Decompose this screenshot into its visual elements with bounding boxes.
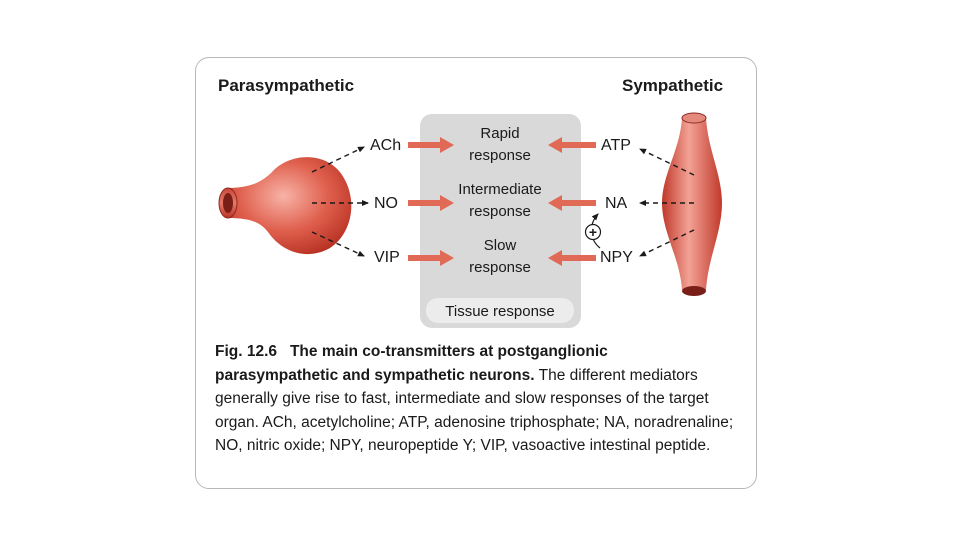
dashed-arrow-ach (311, 146, 365, 173)
response-intermediate-line1: Intermediate (458, 181, 541, 198)
mediator-na: NA (605, 195, 628, 212)
red-arrow-ach (408, 137, 454, 153)
parasympathetic-neuron (218, 157, 352, 255)
response-rapid-line1: Rapid (480, 125, 519, 142)
mediator-npy: NPY (600, 249, 633, 266)
parasympathetic-heading: Parasympathetic (218, 76, 355, 95)
caption-body: The different mediators generally give r… (215, 366, 734, 455)
dashed-arrow-vip (311, 231, 365, 257)
response-intermediate-line2: response (469, 203, 531, 220)
mediator-no: NO (374, 195, 398, 212)
tissue-response-label: Tissue response (445, 303, 555, 320)
dashed-arrow-atp (639, 148, 695, 176)
red-arrow-npy (548, 250, 596, 266)
response-slow-line2: response (469, 259, 531, 276)
plus-circle (584, 223, 602, 241)
response-rapid-line2: response (469, 147, 531, 164)
response-slow-line1: Slow (484, 237, 517, 254)
caption-title: The main co-transmitters at postganglion… (215, 343, 608, 384)
mediator-vip: VIP (374, 249, 400, 266)
red-arrows (408, 137, 596, 266)
red-arrow-atp (548, 137, 596, 153)
figure-label: Fig. 12.6 (215, 343, 278, 360)
mediator-ach: ACh (370, 137, 401, 154)
plus-sign: + (589, 224, 597, 240)
red-arrow-no (408, 195, 454, 211)
sympathetic-neuron (662, 112, 722, 296)
tissue-response-pill (426, 298, 574, 323)
dashed-arrow-npy (639, 229, 695, 257)
tissue-panel (420, 114, 581, 328)
mediator-atp: ATP (601, 137, 631, 154)
figure-caption: Fig. 12.6 The main co-transmitters at po… (215, 340, 735, 458)
red-arrow-na (548, 195, 596, 211)
sympathetic-heading: Sympathetic (622, 76, 724, 95)
red-arrow-vip (408, 250, 454, 266)
